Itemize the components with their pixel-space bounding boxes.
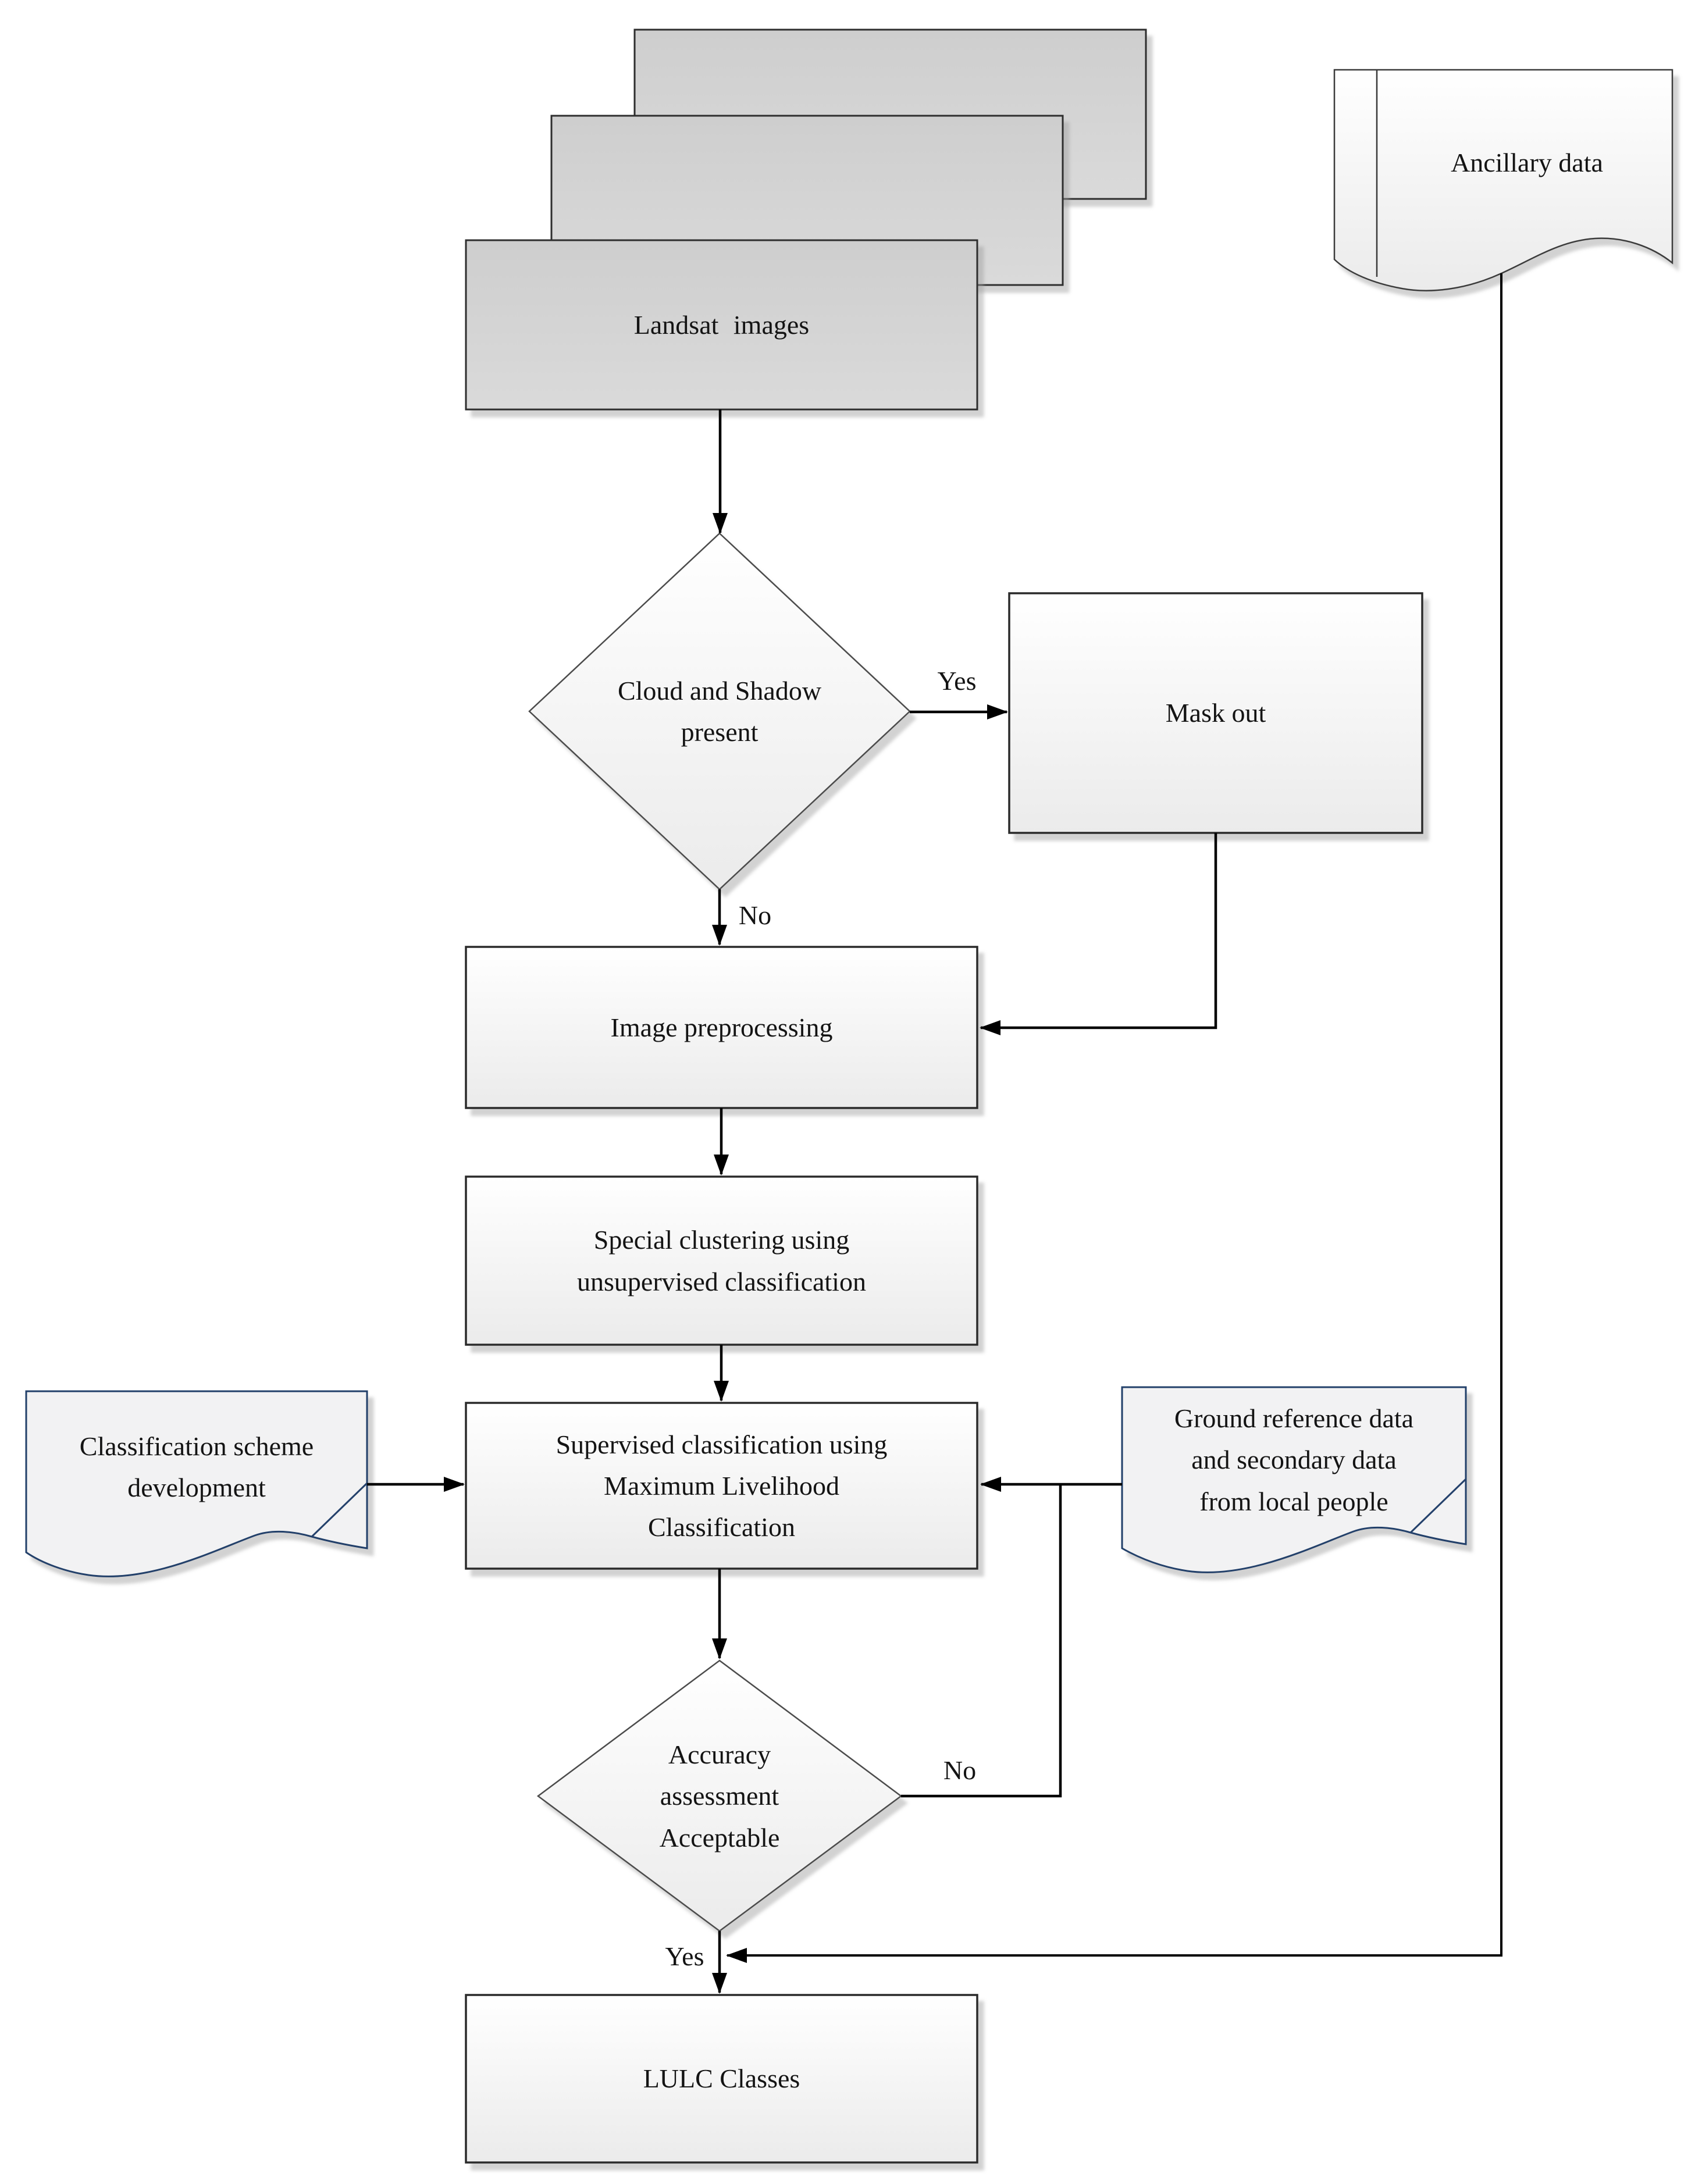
ancillary-data-doc: [1333, 69, 1673, 291]
classification-scheme-doc-fold: [311, 1482, 368, 1538]
cloud-shadow-diamond: [528, 532, 911, 890]
lulc-classes-box: [465, 1994, 978, 2164]
supervised-classification-box: [465, 1402, 978, 1570]
accuracy-diamond: [536, 1659, 903, 1932]
ground-reference-doc-fold: [1409, 1478, 1467, 1534]
classification-scheme-doc: [25, 1390, 368, 1577]
edge-ancillary-to-yes-junction: [726, 273, 1502, 1963]
image-preprocessing-box: [465, 946, 978, 1109]
ground-reference-doc: [1121, 1386, 1467, 1573]
landsat-images-box: [465, 239, 978, 411]
edge-maskout-to-preprocessing: [980, 833, 1217, 1035]
edge-accuracy-no-feedback: [901, 1485, 1062, 1798]
mask-out-box: [1008, 592, 1423, 834]
special-clustering-box: [465, 1175, 978, 1346]
